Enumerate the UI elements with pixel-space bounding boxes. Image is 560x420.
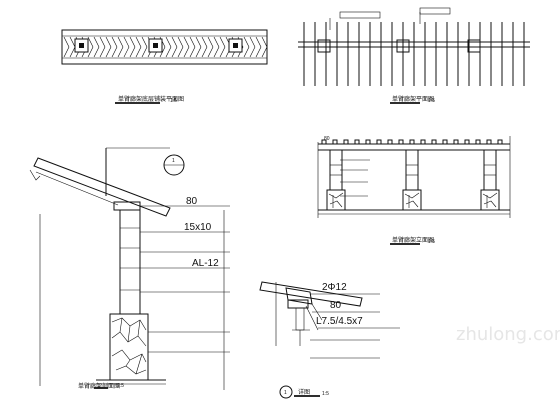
rafter-ends: [321, 139, 503, 145]
detail-caption: 详图: [298, 388, 310, 396]
paving-plan: 单臂廊架底层铺装平面图 1:5: [61, 29, 268, 104]
pergola-elevation: 80 单臂廊架立面图 1:5: [317, 136, 511, 245]
watermark: zhulong.com: [456, 324, 560, 345]
detail-scale: 1:5: [322, 391, 329, 397]
pergola-section: 1 80 15x10 AL-12 单臂廊架剖面图 1:5: [29, 147, 230, 390]
elevation-column-2: [402, 149, 422, 211]
pergola-plan-scale: 1:5: [428, 98, 435, 104]
detail-number: 1: [284, 390, 287, 396]
pergola-plan: 单臂廊架平面图 1:5: [298, 7, 530, 104]
section-title: 单臂廊架剖面图: [78, 382, 120, 390]
section-column: [119, 209, 141, 315]
paving-plan-scale: 1:5: [170, 98, 177, 104]
label-beam-15x10: 15x10: [184, 222, 212, 233]
label-timber-80: 80: [186, 196, 198, 207]
elevation-scale: 1:5: [428, 239, 435, 245]
pergola-plan-title: 单臂廊架平面图: [392, 95, 434, 103]
detail-1: 2Φ12 80 L7.5/4.5x7 1 详图 1:5: [259, 281, 400, 399]
detail-callout-circle: [279, 385, 293, 399]
label-timber-80b: 80: [330, 300, 342, 311]
label-rebar: 2Φ12: [322, 282, 347, 293]
elevation-column-1: [326, 149, 346, 211]
elevation-dim-label: 80: [324, 136, 330, 142]
label-beam-al: AL-12: [192, 258, 219, 269]
callout-number: 1: [172, 158, 175, 164]
elevation-column-3: [480, 149, 500, 211]
paving-plan-title: 单臂廊架底层铺装平面图: [118, 95, 184, 103]
section-scale: 1:5: [117, 383, 124, 389]
rafter-lines: [303, 22, 525, 86]
paving-post-squares: [74, 38, 243, 53]
label-angle: L7.5/4.5x7: [316, 316, 363, 327]
roof-beam: [33, 157, 171, 217]
elevation-title: 单臂廊架立面图: [392, 236, 434, 244]
